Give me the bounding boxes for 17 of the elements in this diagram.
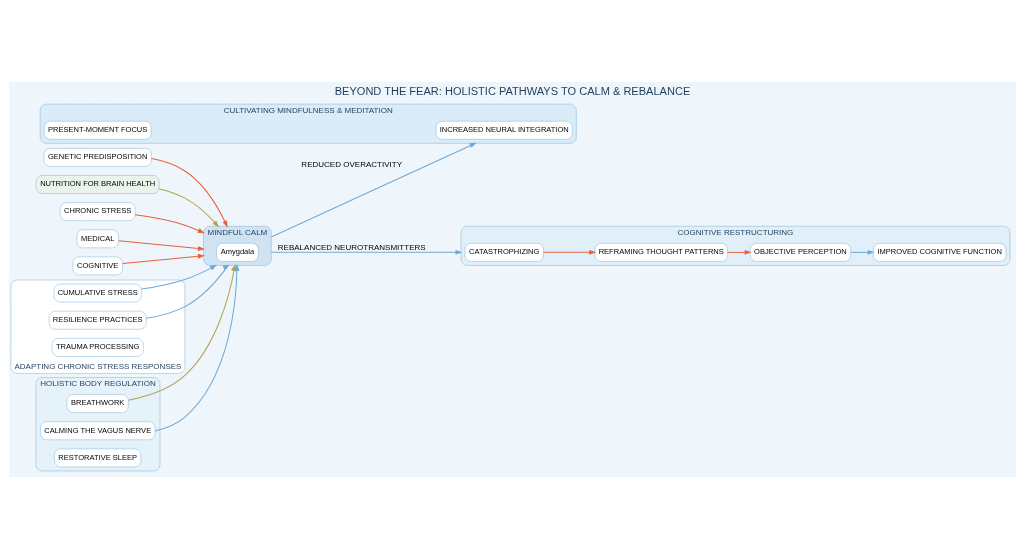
arrow [849, 250, 874, 255]
arrow [542, 250, 595, 255]
arrow [270, 250, 461, 255]
arrow [270, 142, 476, 238]
arrow [121, 253, 204, 265]
arrow [134, 214, 204, 234]
arrow [158, 188, 219, 227]
arrow [150, 158, 228, 227]
edge-label: REBALANCED NEUROTRANSMITTERS [277, 242, 426, 252]
arrow [154, 264, 239, 432]
arrow [127, 264, 236, 401]
edge-label: REDUCED OVERACTIVITY [300, 160, 402, 170]
arrow [117, 240, 204, 251]
arrow [726, 250, 751, 255]
arrow [145, 264, 229, 319]
arrow [140, 264, 216, 290]
diagram-title: BEYOND THE FEAR: HOLISTIC PATHWAYS TO CALM & REBALANCE [334, 84, 690, 97]
